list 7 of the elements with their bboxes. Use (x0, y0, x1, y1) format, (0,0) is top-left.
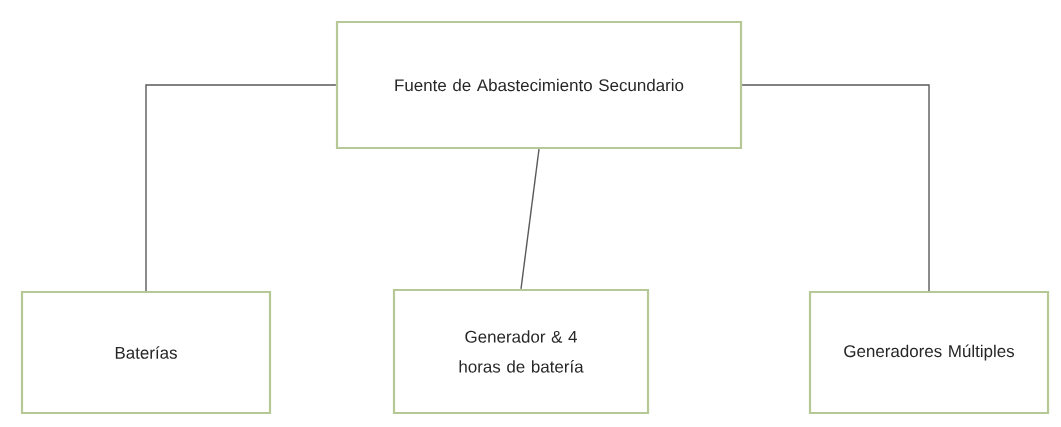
connector-line (741, 84, 930, 292)
connector-line (520, 148, 540, 290)
connector-line (145, 84, 337, 292)
box: Baterías (20, 290, 272, 415)
box: Generador & 4 horas de batería (392, 288, 650, 415)
box: Fuente de Abastecimiento Secundario (335, 20, 743, 150)
box: Generadores Múltiples (808, 290, 1050, 415)
